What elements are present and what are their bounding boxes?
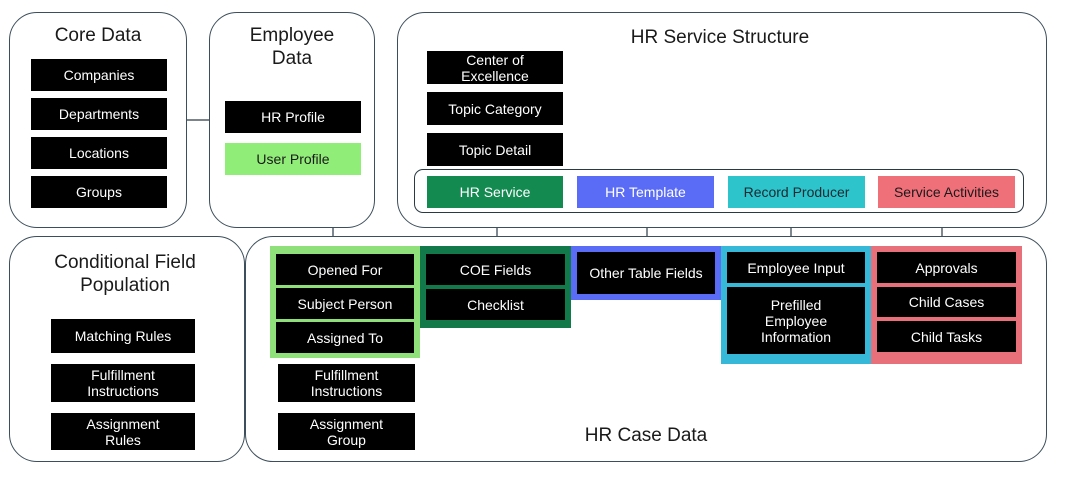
assigned-to-box: Assigned To bbox=[276, 322, 414, 353]
matching-rules-box: Matching Rules bbox=[51, 319, 195, 353]
hr-case-data-title: HR Case Data bbox=[584, 425, 708, 446]
other-table-fields-box: Other Table Fields bbox=[577, 252, 715, 294]
topic-category-box: Topic Category bbox=[427, 92, 563, 125]
fulfillment-instructions-rule-box: Fulfillment Instructions bbox=[51, 364, 195, 402]
center-of-excellence-box: Center of Excellence bbox=[427, 51, 563, 84]
conditional-field-population-title: Conditional Field Population bbox=[54, 252, 196, 296]
locations-box: Locations bbox=[31, 137, 167, 169]
child-tasks-box: Child Tasks bbox=[877, 321, 1016, 352]
employee-input-box: Employee Input bbox=[727, 252, 865, 283]
departments-box: Departments bbox=[31, 98, 167, 130]
topic-detail-box: Topic Detail bbox=[427, 133, 563, 166]
core-data-title: Core Data bbox=[54, 25, 142, 46]
checklist-box: Checklist bbox=[426, 289, 565, 320]
opened-for-box: Opened For bbox=[276, 254, 414, 285]
companies-box: Companies bbox=[31, 59, 167, 91]
assignment-group-box: Assignment Group bbox=[278, 413, 415, 450]
hr-service-structure-title: HR Service Structure bbox=[630, 27, 810, 48]
user-profile-box: User Profile bbox=[225, 143, 361, 175]
fulfillment-instructions-field-box: Fulfillment Instructions bbox=[278, 364, 415, 402]
coe-fields-box: COE Fields bbox=[426, 254, 565, 285]
hr-service-box: HR Service bbox=[427, 176, 563, 208]
employee-data-title: Employee Data bbox=[249, 25, 335, 69]
groups-box: Groups bbox=[31, 176, 167, 208]
prefilled-employee-information-box: Prefilled Employee Information bbox=[727, 287, 865, 354]
assignment-rules-box: Assignment Rules bbox=[51, 413, 195, 450]
record-producer-box: Record Producer bbox=[728, 176, 865, 208]
approvals-box: Approvals bbox=[877, 252, 1016, 283]
hr-profile-box: HR Profile bbox=[225, 101, 361, 133]
subject-person-box: Subject Person bbox=[276, 288, 414, 319]
hr-template-box: HR Template bbox=[577, 176, 714, 208]
child-cases-box: Child Cases bbox=[877, 287, 1016, 317]
service-activities-box: Service Activities bbox=[878, 176, 1015, 208]
